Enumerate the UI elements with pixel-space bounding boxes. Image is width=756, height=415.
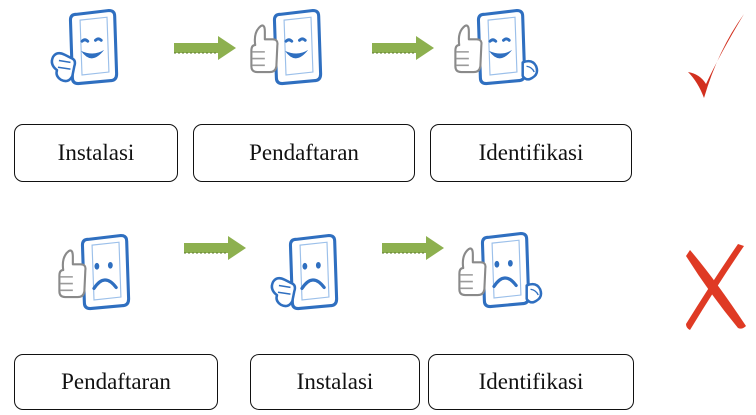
phone-happy-icon (50, 8, 119, 86)
step-label: Instalasi (296, 369, 374, 394)
step-box: Identifikasi (428, 354, 634, 410)
checkmark-icon (688, 14, 744, 98)
step-box: Instalasi (250, 354, 420, 410)
arrow-right-icon (371, 35, 435, 61)
phone-sad-icon (58, 233, 131, 311)
step-label: Identifikasi (478, 369, 584, 394)
step-label: Pendaftaran (61, 369, 171, 394)
phone-happy-icon (454, 8, 539, 86)
phone-sad-icon (270, 233, 339, 311)
step-label: Identifikasi (478, 140, 584, 165)
step-label: Instalasi (57, 140, 135, 165)
cross-icon (686, 244, 746, 330)
phone-happy-icon (250, 8, 323, 86)
step-box: Pendaftaran (14, 354, 218, 410)
arrow-right-icon (173, 35, 237, 61)
arrow-right-icon (381, 235, 445, 261)
step-label: Pendaftaran (249, 140, 359, 165)
arrow-right-icon (183, 235, 247, 261)
step-box: Instalasi (14, 124, 178, 182)
step-box: Identifikasi (430, 124, 632, 182)
phone-sad-icon (458, 231, 543, 309)
step-box: Pendaftaran (193, 124, 415, 182)
